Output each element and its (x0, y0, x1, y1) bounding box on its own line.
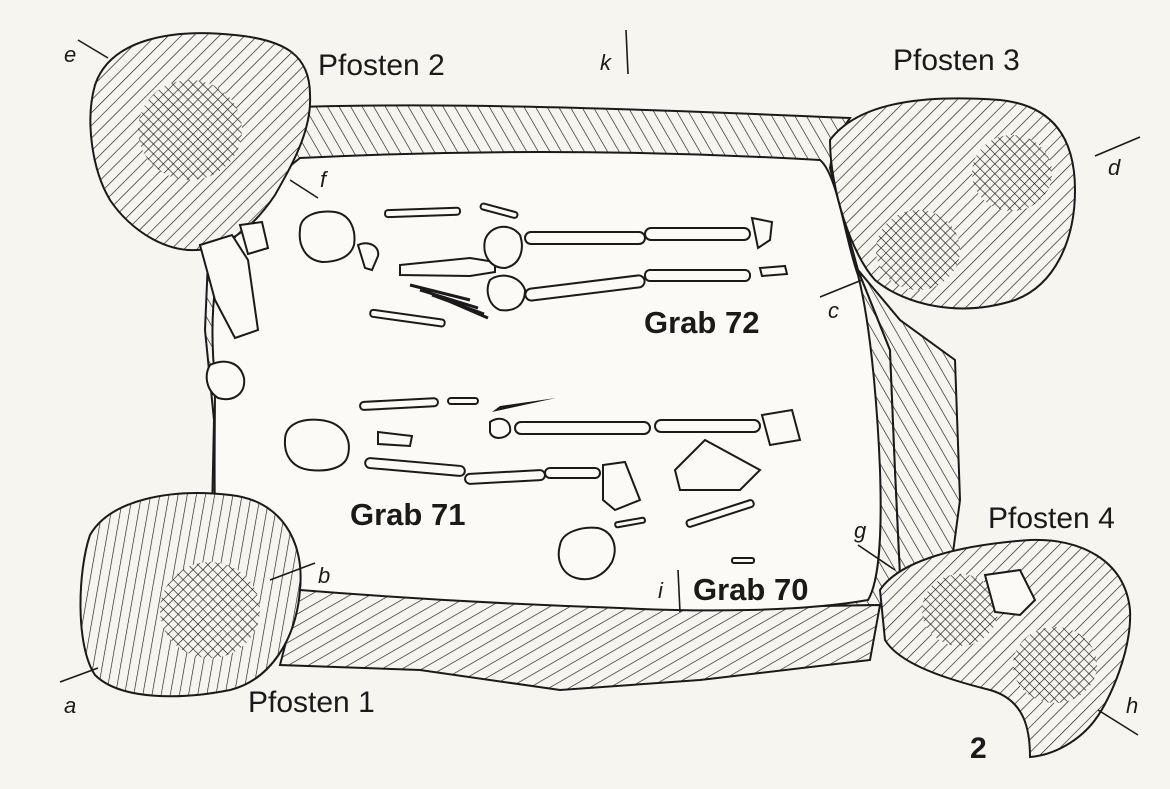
section-mark-d: d (1108, 155, 1121, 180)
post-pit-1 (79, 492, 302, 698)
section-mark-e: e (64, 42, 76, 67)
section-mark-f: f (320, 167, 329, 192)
label-post-2: Pfosten 2 (318, 49, 445, 82)
skeleton-grab-71 (283, 397, 802, 512)
section-mark-i: i (658, 578, 664, 603)
skeleton-grab-72 (298, 202, 789, 328)
section-mark-a: a (64, 693, 76, 718)
post-pit-2 (89, 32, 312, 251)
section-mark-c: c (828, 298, 839, 323)
section-lines (59, 29, 1141, 736)
wall-stones (198, 220, 270, 400)
label-post-3: Pfosten 3 (893, 44, 1020, 77)
label-post-4: Pfosten 4 (988, 502, 1115, 535)
label-grab-70: Grab 70 (693, 572, 808, 607)
section-mark-g: g (854, 518, 867, 543)
post-pit-4 (878, 538, 1132, 759)
page-number: 2 (970, 732, 987, 765)
section-mark-b: b (318, 563, 330, 588)
label-grab-71: Grab 71 (350, 497, 465, 532)
label-grab-72: Grab 72 (644, 305, 759, 340)
section-mark-h: h (1126, 693, 1138, 718)
skeleton-grab-70 (557, 499, 755, 581)
section-mark-k: k (600, 50, 612, 75)
label-post-1: Pfosten 1 (248, 686, 375, 719)
post-pit-3 (828, 97, 1077, 310)
